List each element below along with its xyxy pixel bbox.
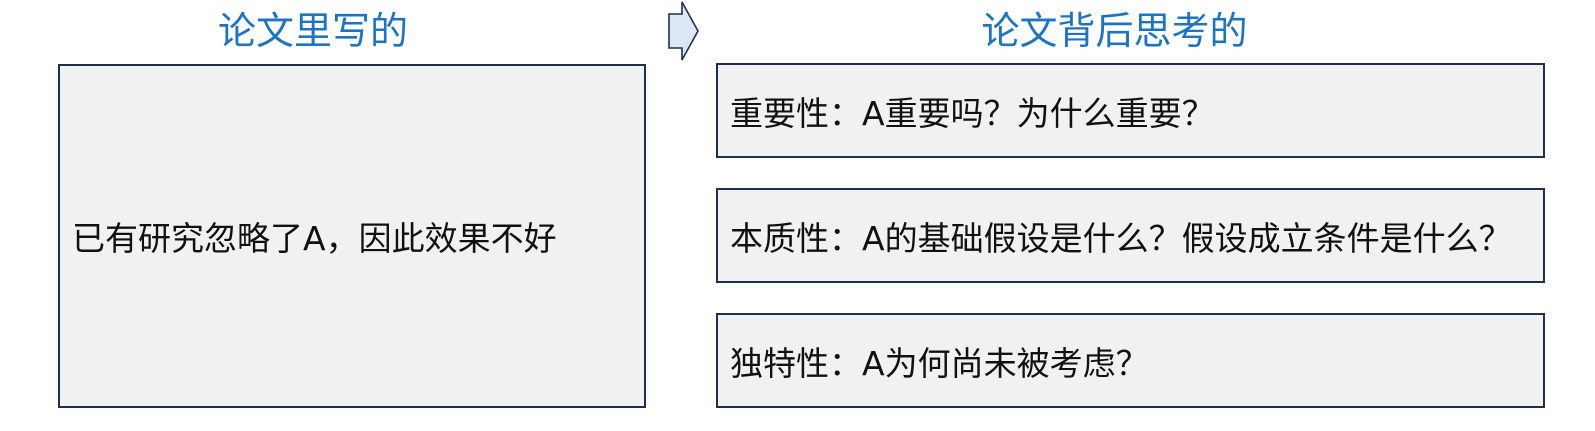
essence-box: 本质性：A的基础假设是什么？假设成立条件是什么？	[716, 188, 1545, 283]
importance-question-text: 重要性：A重要吗？为什么重要？	[730, 93, 1215, 133]
written-statement-text: 已有研究忽略了A，因此效果不好	[72, 219, 557, 258]
left-column-heading: 论文里写的	[217, 9, 408, 53]
written-in-paper-box: 已有研究忽略了A，因此效果不好	[58, 64, 646, 408]
importance-box: 重要性：A重要吗？为什么重要？	[716, 63, 1545, 158]
right-column-heading: 论文背后思考的	[981, 9, 1248, 53]
essence-question-text: 本质性：A的基础假设是什么？假设成立条件是什么？	[730, 218, 1512, 258]
uniqueness-question-text: 独特性：A为何尚未被考虑？	[730, 343, 1149, 383]
right-arrow-icon	[668, 1, 699, 61]
uniqueness-box: 独特性：A为何尚未被考虑？	[716, 313, 1545, 408]
